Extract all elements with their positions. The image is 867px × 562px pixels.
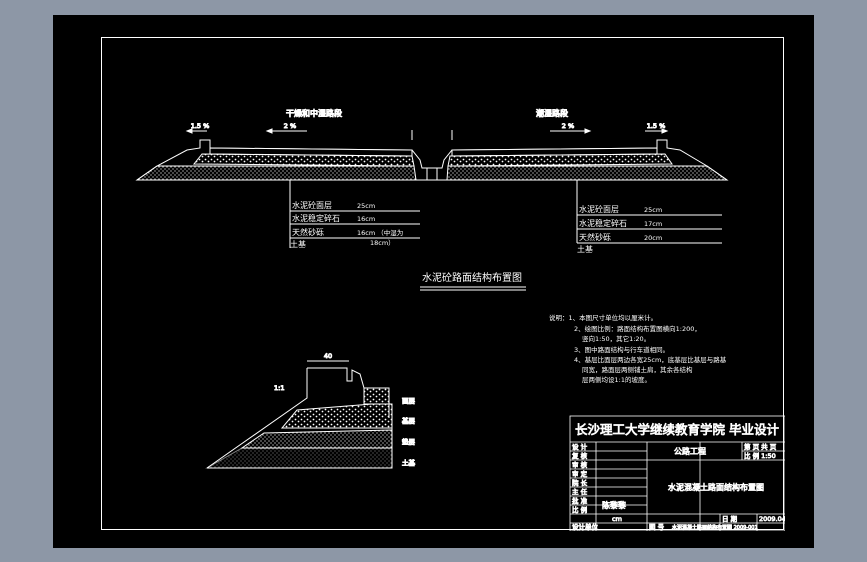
tb-label: 比 例 xyxy=(572,505,587,514)
layer-name: 天然砂砾 xyxy=(292,227,324,237)
subgrade-label-right: 土基 xyxy=(577,244,593,254)
detail-slope xyxy=(206,383,308,469)
drawing-title: 水泥砼路面结构布置图 xyxy=(422,271,522,284)
note-line: 同宽，路面层两侧铺土肩，其余各结构 xyxy=(582,365,693,374)
layer-name: 水泥砼面层 xyxy=(292,200,332,210)
right-section-title: 潮湿路段 xyxy=(536,108,568,118)
note-line: 2、绘图比例：路面结构布置图横向1:200， xyxy=(574,324,701,333)
layer-name: 水泥稳定碎石 xyxy=(292,213,340,223)
subgrade-label-left: 土基 xyxy=(290,239,306,249)
drawing-sheet: 干燥和中湿路段 潮湿路段 1.5 % 2 % 2 % 1.5 % xyxy=(53,15,814,548)
left-section-title: 干燥和中湿路段 xyxy=(286,108,342,118)
subbase-layer-right xyxy=(446,165,729,181)
detail-subgrade xyxy=(205,447,393,469)
scale-value: cm xyxy=(612,515,622,523)
detail-base-layer xyxy=(280,403,393,429)
tb-label: 设 计 xyxy=(572,442,588,451)
detail-dim-label: 40 xyxy=(324,352,332,360)
note-line: 4、基层比面层两边各宽25cm，底基层比基层与路基 xyxy=(574,355,727,364)
author-name: 陈黎黎 xyxy=(602,500,626,510)
detail-subbase-layer xyxy=(240,429,393,449)
subbase-layer-left xyxy=(135,165,417,181)
layer-name: 水泥稳定碎石 xyxy=(579,218,627,228)
layer-name: 天然砂砾 xyxy=(579,232,611,242)
drawing-name: 水泥混凝土路面结构布置图 xyxy=(668,482,764,492)
edge-detail: 40 1:1 面层 基层 垫层 土基 xyxy=(205,352,416,469)
note-line: 3、图中路面结构与行车道相同。 xyxy=(574,345,669,354)
cad-drawing: 干燥和中湿路段 潮湿路段 1.5 % 2 % 2 % 1.5 % xyxy=(135,108,786,532)
layer-thickness: 16cm xyxy=(357,215,375,223)
slope-inner-left: 2 % xyxy=(284,122,296,130)
layer-list-left: 水泥砼面层 25cm 水泥稳定碎石 16cm 天然砂砾 16cm （中湿为 18… xyxy=(290,200,403,249)
layer-thickness-extra: 18cm） xyxy=(370,239,395,247)
median-drain xyxy=(426,167,438,181)
tb-scale-label: 比 例 1:50 xyxy=(744,451,776,460)
road-cross-section: 干燥和中湿路段 潮湿路段 1.5 % 2 % 2 % 1.5 % xyxy=(135,108,729,248)
notes: 说明：1、本图尺寸单位均以厘米计。 2、绘图比例：路面结构布置图横向1:200，… xyxy=(549,313,727,384)
drawing-frame: 干燥和中湿路段 潮湿路段 1.5 % 2 % 2 % 1.5 % xyxy=(101,37,786,532)
school-name: 长沙理工大学继续教育学院 毕业设计 xyxy=(575,422,779,437)
detail-shoulder xyxy=(363,387,390,405)
layer-name: 水泥砼面层 xyxy=(579,204,619,214)
layer-thickness: 17cm xyxy=(644,220,662,228)
tb-label: 复 核 xyxy=(572,451,588,460)
layer-thickness: 25cm xyxy=(644,206,662,214)
tb-page-label: 第 页 共 页 xyxy=(744,442,777,451)
detail-label: 基层 xyxy=(402,416,416,425)
note-line: 竖向1:50，其它1:20。 xyxy=(582,334,650,343)
arrowhead xyxy=(584,128,592,134)
tb-label: 审 核 xyxy=(572,460,588,469)
layer-thickness: 20cm xyxy=(644,234,662,242)
arrowhead xyxy=(265,128,273,134)
tb-date-label: 日 期 xyxy=(722,515,738,523)
tb-drawing-no-label: 图 号 xyxy=(649,523,665,531)
detail-label: 面层 xyxy=(402,397,416,405)
project-name: 公路工程 xyxy=(674,446,706,456)
detail-label: 土基 xyxy=(402,458,416,467)
title-block: 长沙理工大学继续教育学院 毕业设计 设 xyxy=(569,415,786,532)
note-line: 说明：1、本图尺寸单位均以厘米计。 xyxy=(549,313,657,322)
tb-date-value: 2009.04 xyxy=(759,515,785,523)
tb-label: 设计单位 xyxy=(572,522,599,531)
base-layer-left xyxy=(192,153,415,167)
note-line: 层两侧均设1:1的坡度。 xyxy=(582,375,651,384)
detail-slope-label: 1:1 xyxy=(274,384,284,392)
slope-outer-right: 1.5 % xyxy=(647,122,666,130)
tb-drawing-no-value: 水泥混凝土路面结构布置图 2009-001 xyxy=(672,524,758,531)
tb-label: 主 任 xyxy=(572,487,588,496)
slope-inner-right: 2 % xyxy=(562,122,574,130)
arrowhead xyxy=(185,128,193,134)
arrowhead xyxy=(661,128,669,134)
tb-label: 批 准 xyxy=(572,496,588,505)
tb-label: 院 长 xyxy=(572,478,588,487)
slope-outer-left: 1.5 % xyxy=(191,122,210,130)
tb-label: 审 定 xyxy=(572,469,588,478)
base-layer-right xyxy=(447,153,673,167)
layer-thickness: 25cm xyxy=(357,202,375,210)
layer-list-right: 水泥砼面层 25cm 水泥稳定碎石 17cm 天然砂砾 20cm 土基 xyxy=(577,204,662,254)
layer-thickness: 16cm （中湿为 xyxy=(357,228,403,237)
detail-label: 垫层 xyxy=(402,437,416,446)
